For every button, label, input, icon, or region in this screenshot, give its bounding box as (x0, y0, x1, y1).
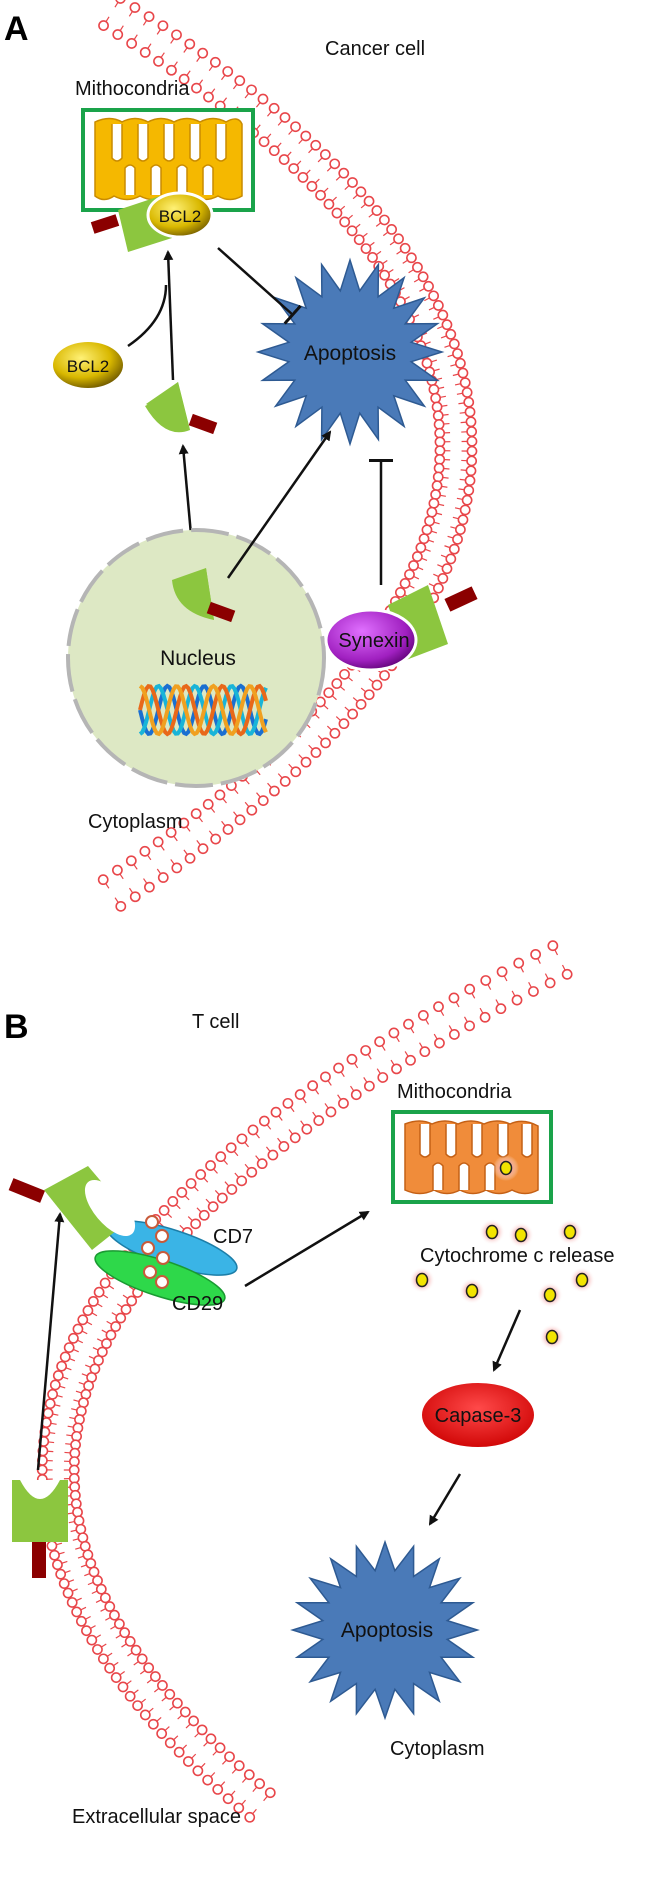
mitochondria-b (391, 1110, 553, 1204)
bcl2-free: BCL2 (53, 342, 123, 388)
cd7-cd29-complex (94, 1215, 238, 1306)
mitochondria-a (81, 108, 255, 212)
bcl2-merge-line (127, 284, 168, 348)
arrow-caspase-to-apoptosis (428, 1473, 462, 1526)
cd29-label: CD29 (172, 1293, 223, 1315)
t-cell-membrane (36, 940, 573, 1823)
arrow-receptor-to-cd (36, 1212, 65, 1471)
caspase-label: Capase-3 (435, 1405, 522, 1427)
mitochondria-b-label: Mithocondria (397, 1081, 512, 1103)
arrow-to-mito-a (163, 250, 175, 381)
panel-a: A Cancer cell Mithocondria (4, 0, 478, 912)
cytoplasm-b-label: Cytoplasm (390, 1738, 484, 1760)
cytoplasm-a-label: Cytoplasm (88, 811, 182, 833)
panel-b-letter: B (4, 1008, 29, 1046)
panel-b: B T cell Mithocondria Cytochrome c relea… (4, 940, 615, 1828)
bcl2-bound: BCL2 (146, 191, 214, 239)
cancer-cell-membrane (97, 0, 478, 912)
cytochrome-c-dots (409, 1155, 595, 1350)
apoptosis-a-label: Apoptosis (304, 342, 396, 365)
apoptosis-star-a: Apoptosis (255, 257, 445, 447)
nucleus-label: Nucleus (160, 647, 236, 670)
extracellular-label: Extracellular space (72, 1806, 241, 1828)
cytochrome-label: Cytochrome c release (420, 1245, 615, 1267)
synexin-label: Synexin (338, 630, 409, 652)
dna-helix-icon (138, 683, 268, 737)
mitochondria-a-label: Mithocondria (75, 78, 190, 100)
receptor-nucleus (172, 568, 236, 623)
arrow-nucleus-to-apoptosis (226, 430, 332, 579)
bcl2-bound-label: BCL2 (159, 207, 202, 226)
arrow-cd-to-mito (244, 1210, 370, 1288)
receptor-cytoplasm-a (145, 382, 218, 435)
t-cell-label: T cell (192, 1011, 239, 1033)
inhibit-mito-to-apoptosis-arrow (217, 247, 302, 325)
receptor-bound-b (8, 1166, 136, 1250)
arrow-cytochrome-to-caspase (492, 1309, 522, 1372)
bcl2-free-label: BCL2 (67, 357, 110, 376)
cancer-cell-label: Cancer cell (325, 38, 425, 60)
caspase-3: Capase-3 (420, 1381, 536, 1449)
synexin: Synexin (324, 608, 418, 672)
cd7-label: CD7 (213, 1226, 253, 1248)
apoptosis-b-label: Apoptosis (341, 1619, 433, 1642)
panel-a-letter: A (4, 10, 29, 48)
nucleus: Nucleus (66, 528, 326, 788)
receptor-free-b (12, 1480, 68, 1578)
apoptosis-star-b: Apoptosis (290, 1539, 480, 1721)
